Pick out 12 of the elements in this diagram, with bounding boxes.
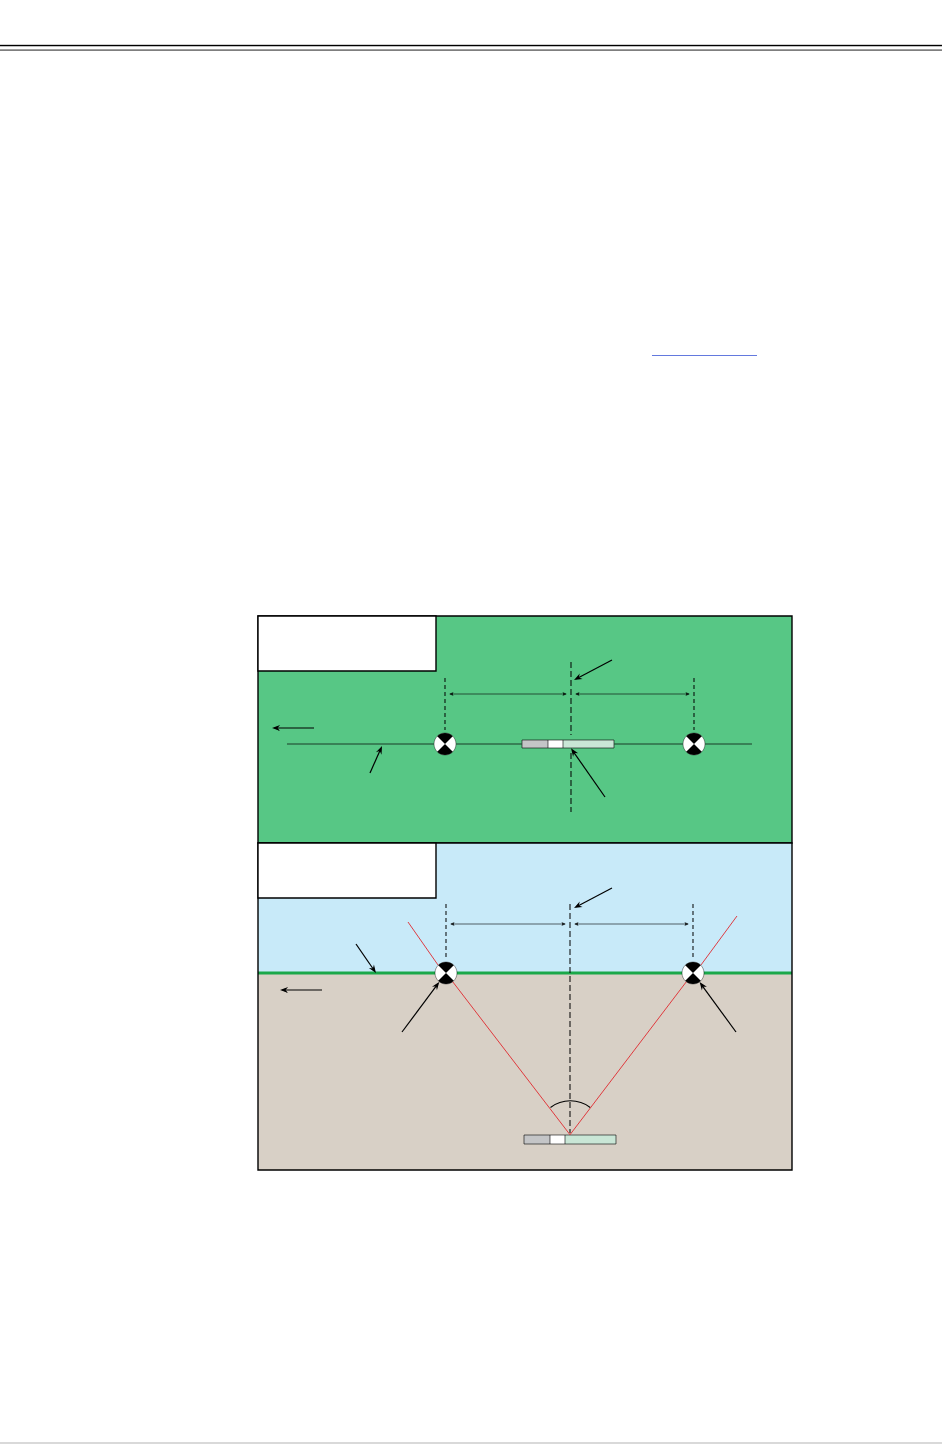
transmitter-bar xyxy=(523,1134,617,1145)
locator-marker xyxy=(433,732,457,756)
locator-marker xyxy=(681,961,705,985)
locator-marker xyxy=(434,961,458,985)
bore-path-line xyxy=(455,743,523,745)
label-box xyxy=(257,842,437,899)
bore-path-line xyxy=(613,743,684,745)
ray-line xyxy=(452,981,571,1136)
transmitter-bar xyxy=(521,739,615,749)
ray-line xyxy=(569,981,687,1136)
locator-marker xyxy=(682,732,706,756)
label-box xyxy=(257,615,437,672)
